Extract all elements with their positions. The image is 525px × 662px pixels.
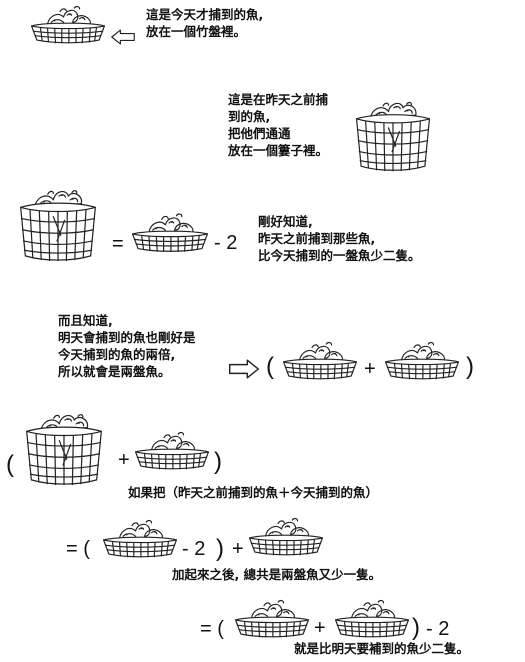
fish-plate-icon	[128, 212, 212, 254]
close-paren: )	[216, 535, 224, 562]
fish-plate-icon	[332, 598, 412, 640]
fish-basket-icon	[16, 186, 100, 266]
tomorrow-fish-caption: 而且知道, 明天會捕到的魚也剛好是 今天捕到的魚的兩倍, 所以就會是兩盤魚。	[58, 313, 196, 379]
conclusion-caption: 就是比明天要補到的魚少二隻。	[294, 641, 470, 656]
fewer-two-caption: 剛好知道, 昨天之前捕到那些魚, 比今天捕到的一盤魚少二隻。	[258, 214, 421, 263]
earlier-fish-caption: 這是在昨天之前捕 到的魚, 把他們通通 放在一個簍子裡。	[228, 92, 329, 158]
open-paren: (	[6, 451, 14, 478]
plus-sign: +	[314, 617, 326, 639]
equals-sign: =	[112, 233, 124, 255]
sum-caption: 如果把（昨天之前捕到的魚＋今天捕到的魚）	[128, 485, 379, 500]
minus-two: - 2	[214, 232, 238, 254]
plus-sign: +	[232, 538, 244, 560]
today-fish-caption: 這是今天才捕到的魚, 放在一個竹盤裡。	[146, 7, 264, 39]
hollow-arrow-left-icon	[110, 28, 136, 46]
close-paren: )	[466, 353, 474, 380]
open-paren: (	[266, 353, 274, 380]
fish-plate-icon	[100, 518, 180, 560]
fish-plate-icon	[232, 598, 312, 640]
fish-plate-icon	[280, 340, 360, 382]
equals-open: = (	[200, 618, 224, 640]
fish-plate-icon	[246, 516, 326, 558]
fish-plate-icon	[382, 340, 462, 382]
plus-sign: +	[118, 449, 130, 471]
close-paren: )	[214, 448, 222, 475]
fish-basket-icon	[352, 98, 434, 176]
fish-plate-icon	[132, 430, 212, 472]
fish-basket-icon	[22, 410, 106, 490]
minus-two: - 2	[426, 618, 450, 640]
hollow-arrow-right-icon	[226, 358, 262, 380]
total-caption: 加起來之後, 總共是兩盤魚又少一隻。	[172, 567, 382, 582]
plus-sign: +	[364, 358, 376, 380]
close-paren: )	[412, 614, 420, 641]
fish-plate-icon	[28, 4, 108, 46]
equals-open: = (	[66, 538, 90, 560]
minus-two: - 2	[182, 538, 206, 560]
